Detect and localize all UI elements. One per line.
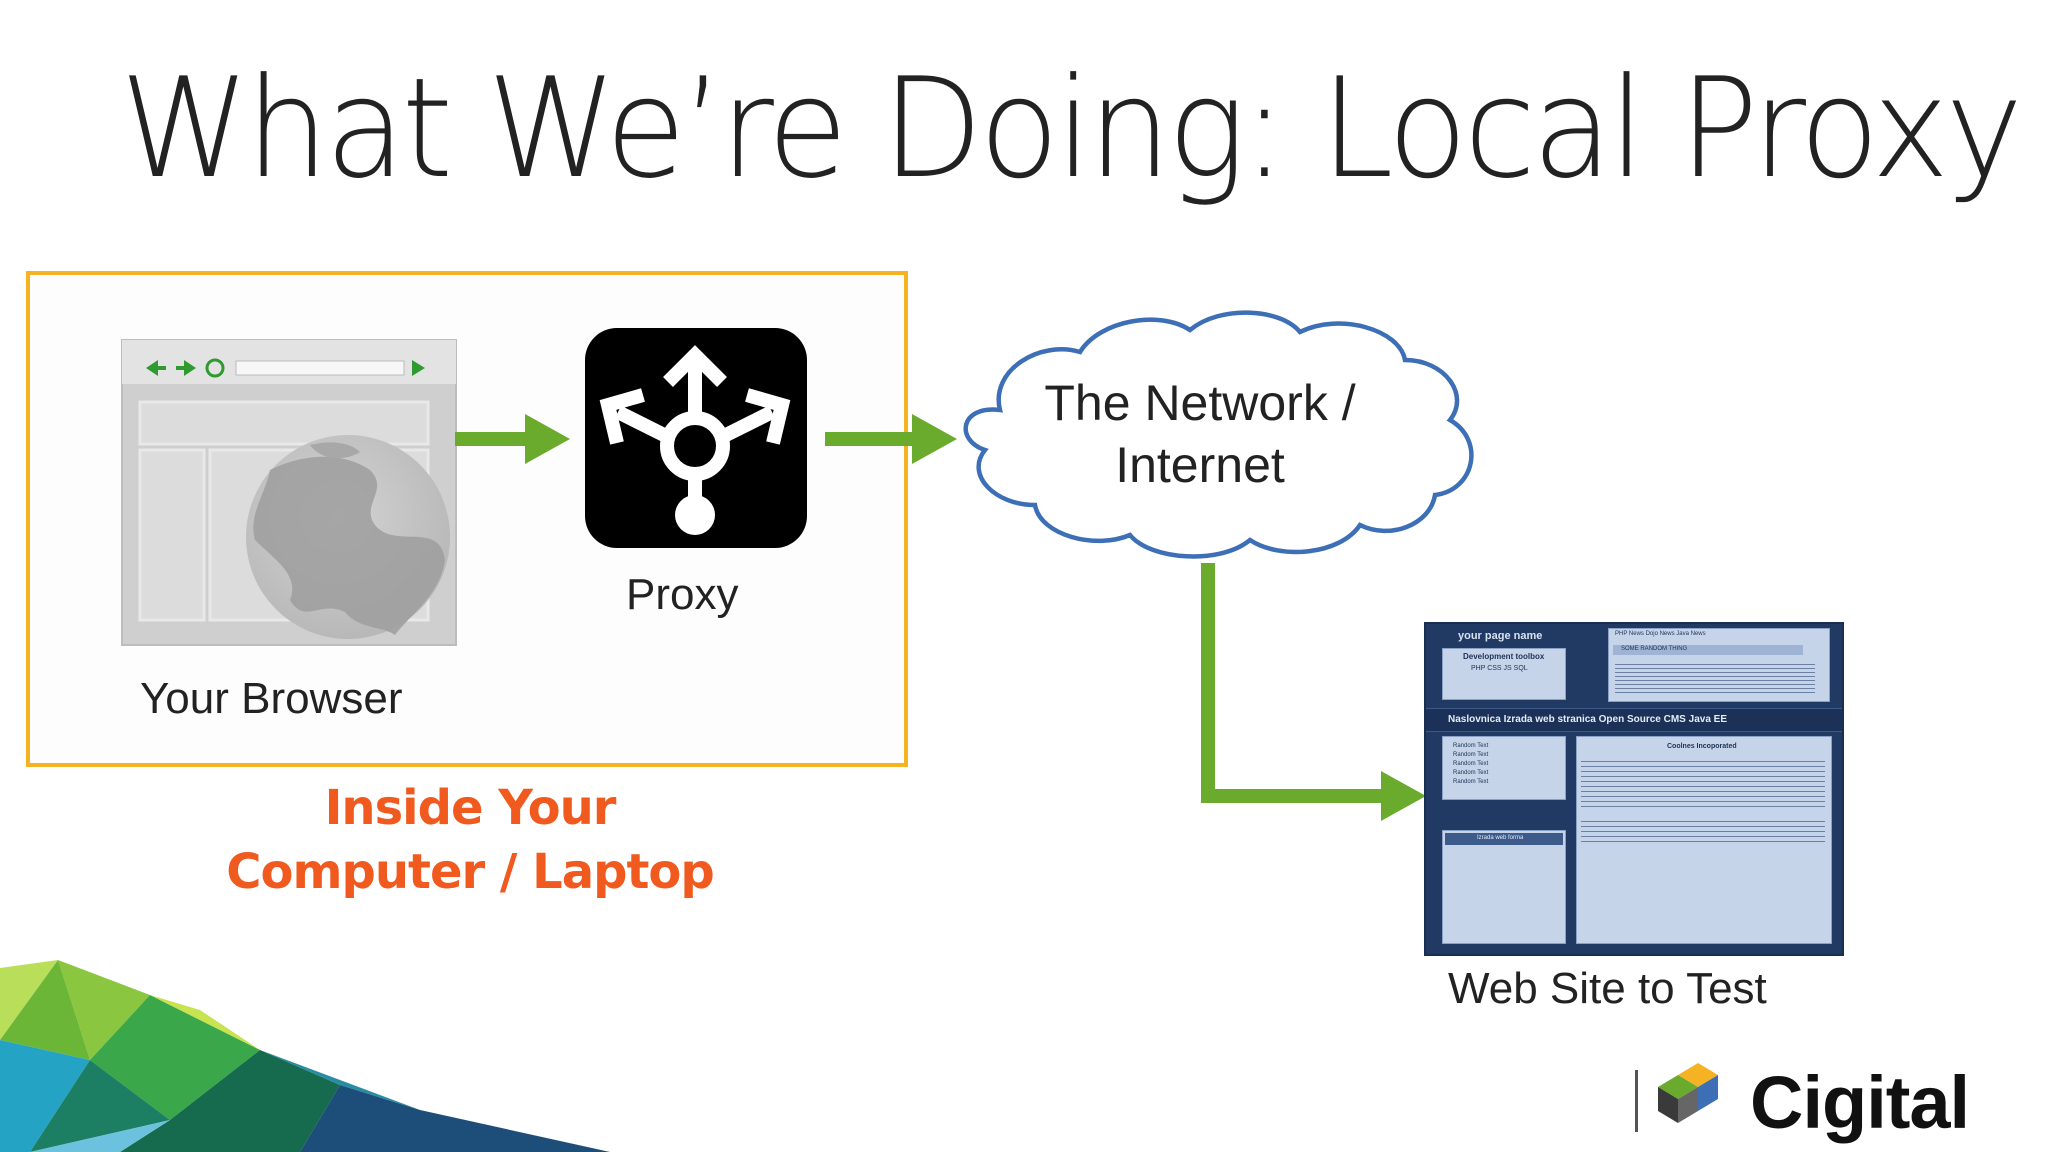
cloud-line-1: The Network / <box>1044 375 1356 431</box>
browser-label: Your Browser <box>140 674 403 723</box>
ws-side-link: Random Text <box>1453 761 1489 767</box>
ws-content-title: Coolnes Incoporated <box>1667 743 1737 750</box>
slide-title: What We’re Doing: Local Proxy <box>120 48 2023 209</box>
ws-toolbox-title: Development toolbox <box>1463 652 1545 661</box>
website-screenshot: your page name Development toolbox PHP C… <box>1424 622 1844 956</box>
ws-content: Coolnes Incoporated <box>1576 736 1832 944</box>
network-cloud-label: The Network / Internet <box>990 372 1410 496</box>
arrow-browser-to-proxy <box>455 414 570 464</box>
ws-toolbox: Development toolbox PHP CSS JS SQL <box>1442 648 1566 700</box>
ws-news-box: PHP News Dojo News Java News SOME RANDOM… <box>1608 628 1830 702</box>
ws-side-box-title: Izrada web forma <box>1477 835 1524 841</box>
network-cloud <box>963 310 1474 559</box>
website-label: Web Site to Test <box>1448 964 1767 1013</box>
ws-news-tabs: PHP News Dojo News Java News <box>1615 631 1706 637</box>
ws-nav-bar: Naslovnica Izrada web stranica Open Sour… <box>1426 708 1842 732</box>
inside-computer-caption: Inside Your Computer / Laptop <box>220 776 720 904</box>
inside-line-1: Inside Your <box>324 780 617 836</box>
proxy-icon <box>585 328 807 548</box>
ws-page-name: your page name <box>1458 630 1543 642</box>
ws-toolbox-tags: PHP CSS JS SQL <box>1471 665 1528 672</box>
ws-side-links: Random Text Random Text Random Text Rand… <box>1442 736 1566 800</box>
ws-side-link: Random Text <box>1453 743 1489 749</box>
cloud-line-2: Internet <box>1115 437 1285 493</box>
arrow-proxy-to-network <box>825 414 957 464</box>
ws-side-link: Random Text <box>1453 779 1489 785</box>
cigital-logo-icon <box>1658 1063 1718 1123</box>
proxy-label: Proxy <box>626 570 739 619</box>
cigital-logo-text: Cigital <box>1750 1061 1970 1144</box>
browser-icon <box>121 339 457 646</box>
arrow-network-to-website <box>1201 563 1426 821</box>
ws-side-box: Izrada web forma <box>1442 830 1566 944</box>
inside-line-2: Computer / Laptop <box>226 844 715 900</box>
logo-divider <box>1635 1070 1638 1132</box>
ws-nav-text: Naslovnica Izrada web stranica Open Sour… <box>1448 714 1727 725</box>
ws-news-sub: SOME RANDOM THING <box>1621 646 1688 652</box>
decorative-corner-graphic <box>0 960 610 1152</box>
ws-side-link: Random Text <box>1453 770 1489 776</box>
ws-side-link: Random Text <box>1453 752 1489 758</box>
